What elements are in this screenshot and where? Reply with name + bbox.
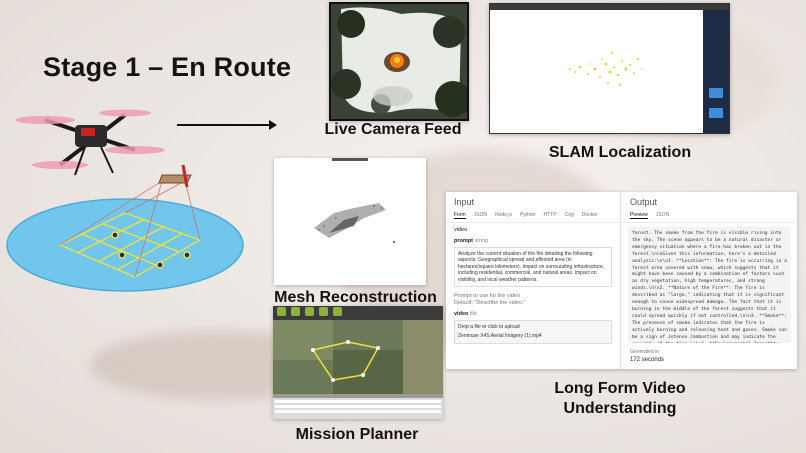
video-thumb-label: video: [454, 227, 468, 233]
waypoint-markers: [111, 231, 191, 269]
toolbar-icon: [291, 307, 300, 316]
long-form-video-app: Input Form JSON Node.js Python HTTP Cog …: [446, 192, 797, 369]
mission-planner-window: [273, 306, 443, 419]
tab-docker[interactable]: Docker: [581, 212, 598, 218]
flight-path: [312, 341, 380, 381]
scan-area-ellipse: [6, 198, 244, 292]
waypoint-table: [273, 394, 443, 419]
output-text: forest. The smoke from the fire is visib…: [628, 227, 791, 343]
toolbar-icon: [277, 307, 286, 316]
drone-illustration: [6, 109, 244, 292]
output-header: Output: [630, 197, 658, 207]
caption-mission: Mission Planner: [295, 426, 419, 443]
tab-json[interactable]: JSON: [473, 212, 488, 218]
input-pane: Input Form JSON Node.js Python HTTP Cog …: [446, 192, 621, 369]
tab-output-json[interactable]: JSON: [655, 212, 670, 218]
output-pane: Output Preview JSON forest. The smoke fr…: [622, 192, 797, 369]
video-type: file: [469, 311, 477, 318]
output-tabs: Preview JSON: [622, 209, 797, 223]
input-tabs: Form JSON Node.js Python HTTP Cog Docker: [446, 209, 620, 223]
tab-form[interactable]: Form: [454, 212, 466, 219]
folder-icon: [709, 88, 723, 98]
camera-beams: [59, 180, 201, 278]
prompt-type: string: [474, 238, 488, 244]
tab-http[interactable]: HTTP: [543, 212, 557, 218]
tab-preview[interactable]: Preview: [630, 212, 648, 219]
folder-icon: [709, 108, 723, 118]
video-label: video: [454, 311, 469, 318]
caption-mesh: Mesh Reconstruction: [274, 289, 437, 306]
mesh-pointcloud: [314, 158, 396, 244]
caption-longform-2: Understanding: [563, 400, 677, 417]
point-cloud: [569, 52, 643, 86]
window-titlebar: [490, 4, 729, 10]
file-name: Zenmuse X4S Aerial Imagery (1).mp4: [458, 333, 542, 340]
prompt-label: prompt: [454, 238, 473, 244]
input-header: Input: [454, 197, 475, 207]
mesh-reconstruction-view: [274, 158, 426, 285]
caption-camera: Live Camera Feed: [324, 121, 462, 138]
tab-nodejs[interactable]: Node.js: [495, 212, 512, 218]
drop-text: Drop a file or click to upload: [458, 324, 520, 331]
generated-time: 172 seconds: [630, 357, 665, 363]
satellite-map: [273, 320, 443, 396]
caption-slam: SLAM Localization: [548, 144, 692, 161]
toolbar-icon: [305, 307, 314, 316]
live-camera-feed: [329, 2, 469, 121]
prompt-input[interactable]: Analyze the current situation of the fir…: [454, 247, 612, 288]
toolbar-icon: [333, 307, 342, 316]
prompt-label-row: prompt string: [446, 234, 620, 245]
tab-cog[interactable]: Cog: [564, 212, 574, 218]
generated-label: Generated in: [630, 349, 659, 355]
slam-window: [489, 3, 730, 134]
drone-icon: [15, 109, 189, 188]
caption-longform-1: Long Form Video: [554, 380, 686, 397]
camera-image: [331, 4, 467, 119]
slide-title: Stage 1 – En Route: [43, 52, 292, 82]
prompt-hint: Prompt to use for the video: [454, 293, 521, 300]
flow-arrow: [177, 120, 277, 130]
mission-toolbar: [273, 306, 443, 320]
prompt-default: Default: "Describe the video.": [454, 300, 526, 307]
file-upload-dropzone[interactable]: Drop a file or click to upload Zenmuse X…: [454, 320, 612, 344]
toolbar-icon: [319, 307, 328, 316]
video-label-row: video file: [446, 307, 620, 318]
tab-python[interactable]: Python: [519, 212, 536, 218]
desktop-sidebar: [703, 10, 729, 133]
